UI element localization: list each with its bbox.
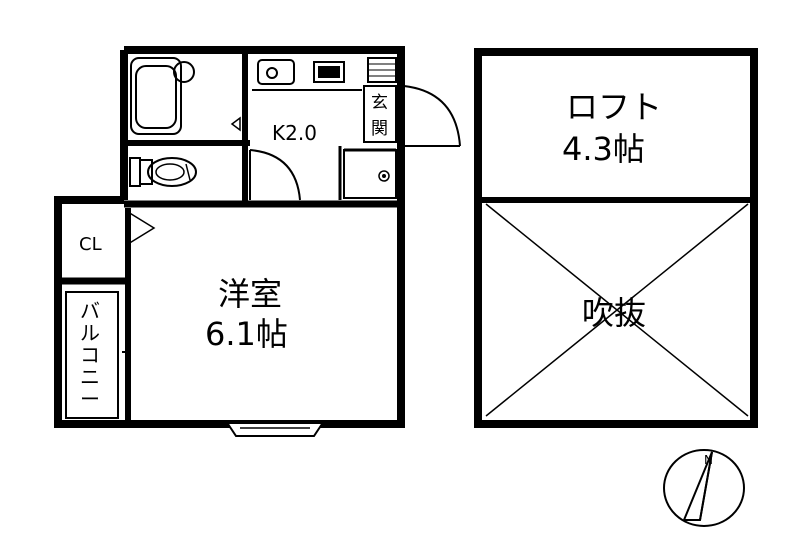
entrance-label-1: 玄	[371, 93, 388, 113]
svg-text:ル: ル	[80, 321, 100, 345]
loft-label: ロフト	[566, 88, 662, 126]
balcony-label: バ ル コ ニ ー	[80, 299, 100, 411]
svg-text:ニ: ニ	[80, 365, 100, 389]
svg-text:ー: ー	[80, 387, 100, 411]
western-room-size: 6.1帖	[205, 315, 288, 353]
svg-text:コ: コ	[80, 343, 100, 367]
kitchen-label: K2.0	[272, 121, 317, 145]
compass-north-label: N	[704, 453, 713, 467]
atrium-label: 吹抜	[582, 294, 646, 332]
svg-text:バ: バ	[80, 299, 100, 323]
main-unit	[54, 46, 461, 437]
closet-label: CL	[79, 234, 102, 255]
entrance-label-2: 関	[371, 119, 388, 139]
loft-size: 4.3帖	[562, 130, 645, 168]
compass-icon	[663, 449, 745, 527]
loft-unit	[474, 48, 758, 428]
western-room-label: 洋室	[218, 275, 282, 313]
